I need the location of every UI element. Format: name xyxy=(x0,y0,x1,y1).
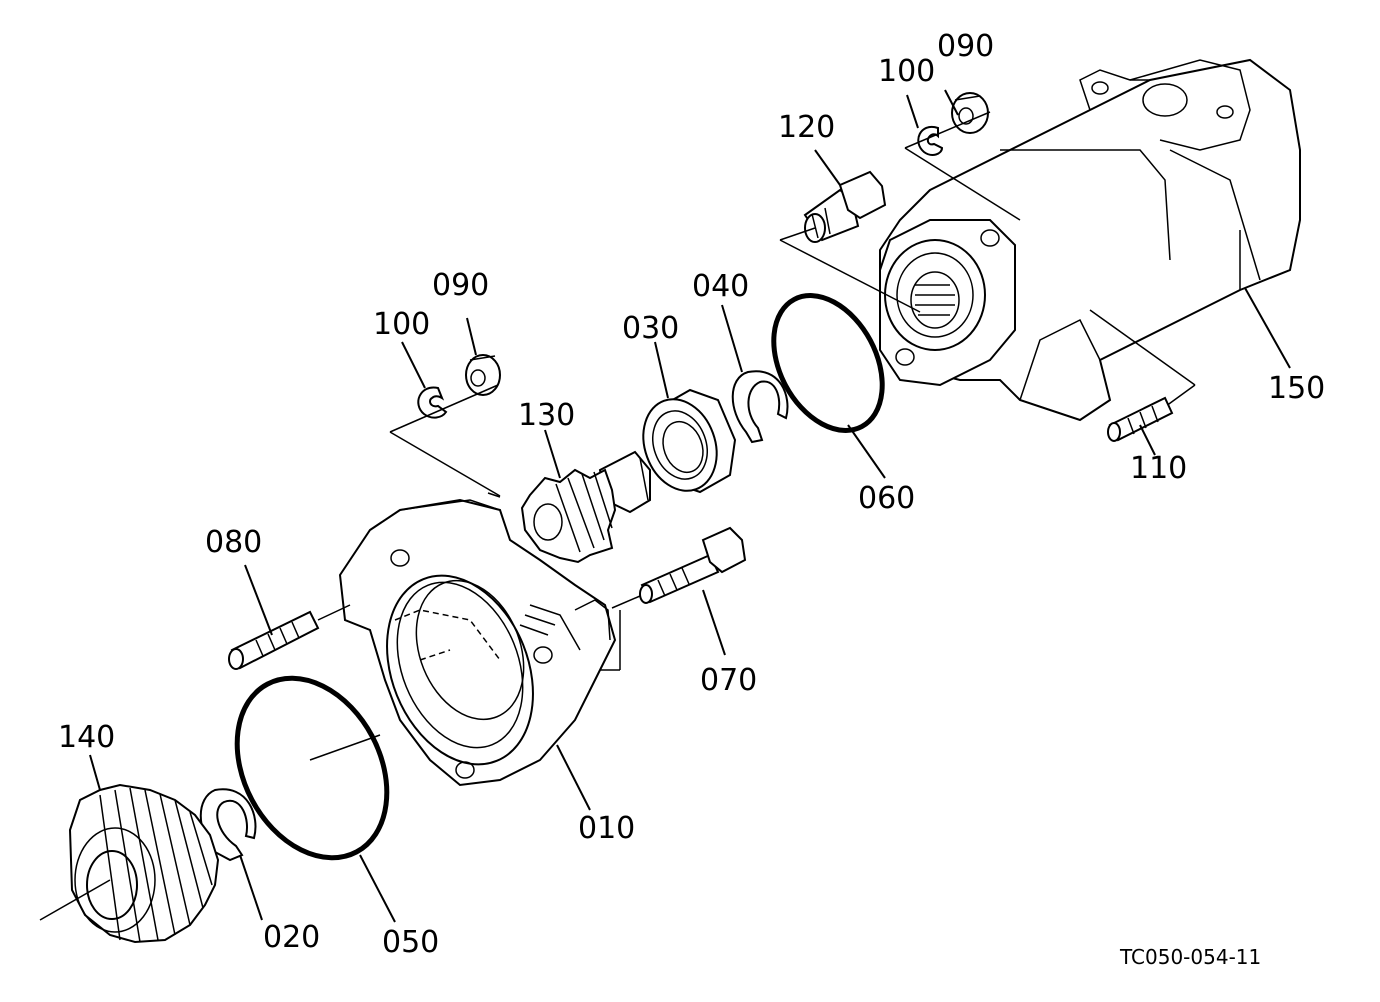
label-120: 120 xyxy=(778,110,835,145)
label-110: 110 xyxy=(1130,451,1187,486)
label-040: 040 xyxy=(692,269,749,304)
label-010: 010 xyxy=(578,811,635,846)
label-140: 140 xyxy=(58,720,115,755)
washer-100-top xyxy=(917,125,944,156)
label-150: 150 xyxy=(1268,371,1325,406)
label-060: 060 xyxy=(858,481,915,516)
gear-140 xyxy=(39,783,220,944)
label-020: 020 xyxy=(263,920,320,955)
label-130: 130 xyxy=(518,398,575,433)
bearing-030 xyxy=(642,388,737,494)
snap-ring-040 xyxy=(731,370,789,444)
fitting-120 xyxy=(803,170,887,243)
gear-shaft-130 xyxy=(520,450,651,564)
label-090-mid: 090 xyxy=(432,268,489,303)
label-100-top: 100 xyxy=(878,54,935,89)
drawing-code: TC050-054-11 xyxy=(1119,945,1261,969)
label-100-mid: 100 xyxy=(373,307,430,342)
label-030: 030 xyxy=(622,311,679,346)
o-ring-060 xyxy=(771,293,885,433)
stud-080 xyxy=(228,610,320,670)
nut-090-mid xyxy=(465,354,501,396)
label-090-top: 090 xyxy=(937,29,994,64)
label-080: 080 xyxy=(205,525,262,560)
bolt-070 xyxy=(639,526,747,604)
pump-housing-150 xyxy=(879,58,1301,422)
stud-110 xyxy=(1107,396,1174,442)
label-050: 050 xyxy=(382,925,439,960)
label-070: 070 xyxy=(700,663,757,698)
cover-010 xyxy=(338,498,617,787)
o-ring-050 xyxy=(234,675,390,861)
